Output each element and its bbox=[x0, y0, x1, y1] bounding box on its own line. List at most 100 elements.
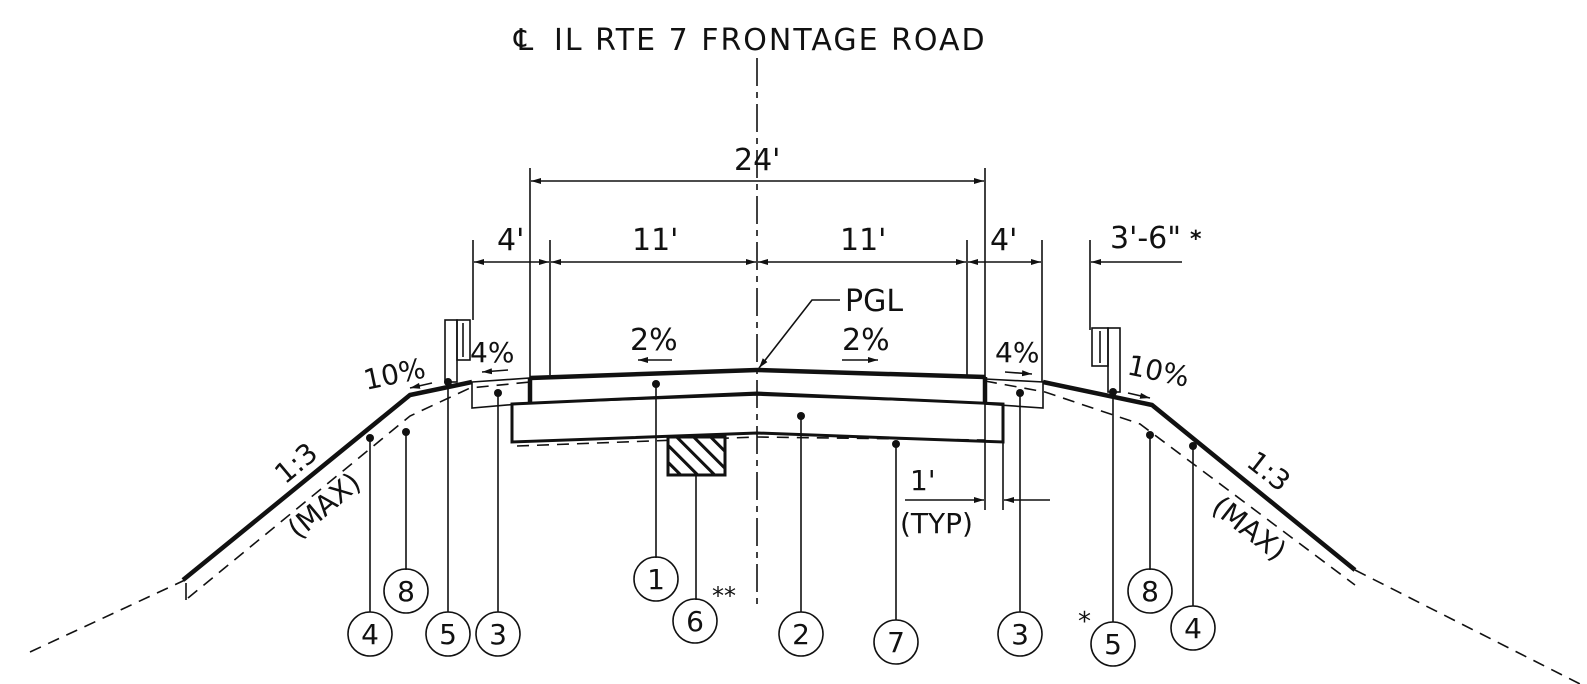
leader-dot-1 bbox=[652, 380, 660, 388]
underdrain-trench bbox=[666, 435, 727, 477]
slope-left-outer-text: 10% bbox=[361, 352, 429, 397]
callout-number: 5 bbox=[1104, 628, 1122, 661]
callout-number: 4 bbox=[1184, 612, 1202, 645]
existing-ground-lines bbox=[29, 380, 1581, 684]
callout-8-right: 8 bbox=[1127, 568, 1173, 614]
callout-number: 7 bbox=[887, 626, 905, 659]
callout-number: 8 bbox=[1141, 575, 1159, 608]
callout-3-right: 3 bbox=[997, 611, 1043, 657]
callout-3-left: 3 bbox=[475, 611, 521, 657]
dimension-left-lane-text: 11' bbox=[632, 223, 678, 258]
dimension-right-shoulder-text: 4' bbox=[990, 223, 1017, 258]
slope-right-shoulder-text: 4% bbox=[995, 336, 1039, 369]
callout-circle bbox=[425, 611, 471, 657]
callout-number: 3 bbox=[1011, 618, 1029, 651]
title-text: IL RTE 7 FRONTAGE ROAD bbox=[554, 23, 987, 58]
leader-dot-2 bbox=[797, 412, 805, 420]
callout-8-left: 8 bbox=[383, 568, 429, 614]
callout-circle bbox=[1090, 621, 1136, 667]
side-slope-left-text: 1:3 bbox=[268, 436, 324, 490]
callout-1: 1 bbox=[633, 556, 679, 602]
slope-left-shoulder-arrow bbox=[481, 368, 509, 375]
typ-dimension: 1' (TYP) bbox=[900, 464, 1050, 540]
existing-ground-right bbox=[1354, 569, 1581, 684]
callout-number: 2 bbox=[792, 618, 810, 651]
dimension-offset-text: 3'-6" bbox=[1110, 221, 1181, 256]
guardrail-blockout-left bbox=[456, 319, 471, 361]
leader-dot-8-right bbox=[1146, 431, 1154, 439]
leader-dot-7 bbox=[892, 440, 900, 448]
callout-number: 5 bbox=[439, 618, 457, 651]
callout-circle bbox=[347, 611, 393, 657]
guardrail-blockout-right bbox=[1091, 327, 1109, 367]
callout-number: 1 bbox=[647, 563, 665, 596]
callout-5-right: 5 bbox=[1090, 621, 1136, 667]
existing-ground-left bbox=[29, 579, 186, 653]
guardrail-post-left bbox=[444, 319, 458, 383]
callout-circle bbox=[672, 598, 718, 644]
leader-dot-8-left bbox=[402, 428, 410, 436]
callout-circle bbox=[475, 611, 521, 657]
dimension-right-lane-text: 11' bbox=[840, 223, 886, 258]
guardrail-right bbox=[1091, 327, 1121, 393]
slope-left-lane-text: 2% bbox=[630, 323, 678, 358]
slope-left-shoulder-text: 4% bbox=[470, 336, 514, 369]
callout-6: 6 bbox=[672, 598, 718, 644]
dimension-24ft-text: 24' bbox=[734, 143, 780, 178]
callout-4-left: 4 bbox=[347, 611, 393, 657]
leader-dot-5-left bbox=[444, 378, 452, 386]
double-star-note: ** bbox=[712, 582, 736, 610]
leader-dot-4-left bbox=[366, 434, 374, 442]
callout-number: 4 bbox=[361, 618, 379, 651]
side-slope-labels: 1:3 (MAX) 1:3 (MAX) bbox=[268, 436, 1296, 567]
guardrail-left bbox=[444, 319, 471, 383]
guardrail-post-right bbox=[1107, 327, 1121, 393]
typ-value-text: 1' bbox=[910, 464, 936, 497]
pgl-label: PGL bbox=[758, 284, 903, 369]
star-note: * bbox=[1078, 607, 1091, 637]
callout-number: 6 bbox=[686, 605, 704, 638]
subgrade-dashed-left bbox=[187, 381, 531, 599]
slope-right-shoulder-arrow bbox=[1004, 370, 1033, 377]
callout-number: 8 bbox=[397, 575, 415, 608]
title: ℄ IL RTE 7 FRONTAGE ROAD bbox=[513, 23, 987, 58]
subgrade-dashed-right bbox=[984, 380, 1356, 586]
lane-shoulder-dimensions: 4' 11' 11' 4' bbox=[472, 223, 1043, 382]
slope-right-outer-text: 10% bbox=[1125, 349, 1193, 394]
callout-bubbles: 4 8 5 3 1 6 2 7 bbox=[347, 556, 1216, 667]
callout-circle bbox=[873, 619, 919, 665]
pavement-section bbox=[510, 367, 1005, 510]
subbase-dashed-bottom bbox=[516, 436, 986, 447]
callout-circle bbox=[633, 556, 679, 602]
callout-circle bbox=[1127, 568, 1173, 614]
slope-right-outer-arrow bbox=[1127, 392, 1151, 399]
callout-leaders bbox=[366, 378, 1197, 622]
callout-circle bbox=[383, 568, 429, 614]
leader-dot-4-right bbox=[1189, 442, 1197, 450]
leader-dot-5-right bbox=[1109, 388, 1117, 396]
side-slope-right-max-text: (MAX) bbox=[1206, 490, 1293, 568]
callout-circle bbox=[997, 611, 1043, 657]
centerline-symbol: ℄ bbox=[513, 23, 533, 58]
typ-label-text: (TYP) bbox=[900, 507, 973, 540]
leader-dot-3-right bbox=[1016, 389, 1024, 397]
pavement-top-left bbox=[529, 367, 758, 381]
pavement-top-right bbox=[756, 367, 986, 380]
offset-dimension: 3'-6" * bbox=[1089, 221, 1202, 330]
pgl-text: PGL bbox=[845, 284, 903, 319]
overall-width-dimension: 24' bbox=[529, 143, 986, 380]
pgl-leader bbox=[758, 299, 840, 369]
leader-dot-3-left bbox=[494, 389, 502, 397]
callout-number: 3 bbox=[489, 618, 507, 651]
slope-left-outer-arrow bbox=[409, 382, 433, 389]
offset-note-mark: * bbox=[1190, 227, 1202, 252]
right-side-slope bbox=[1042, 379, 1357, 572]
slope-right-lane-text: 2% bbox=[842, 323, 890, 358]
callout-circle bbox=[1170, 605, 1216, 651]
side-slope-right-text: 1:3 bbox=[1241, 445, 1297, 499]
dimension-left-shoulder-text: 4' bbox=[497, 223, 524, 258]
callout-4-right: 4 bbox=[1170, 605, 1216, 651]
callout-5-left: 5 bbox=[425, 611, 471, 657]
left-side-slope bbox=[181, 379, 473, 582]
